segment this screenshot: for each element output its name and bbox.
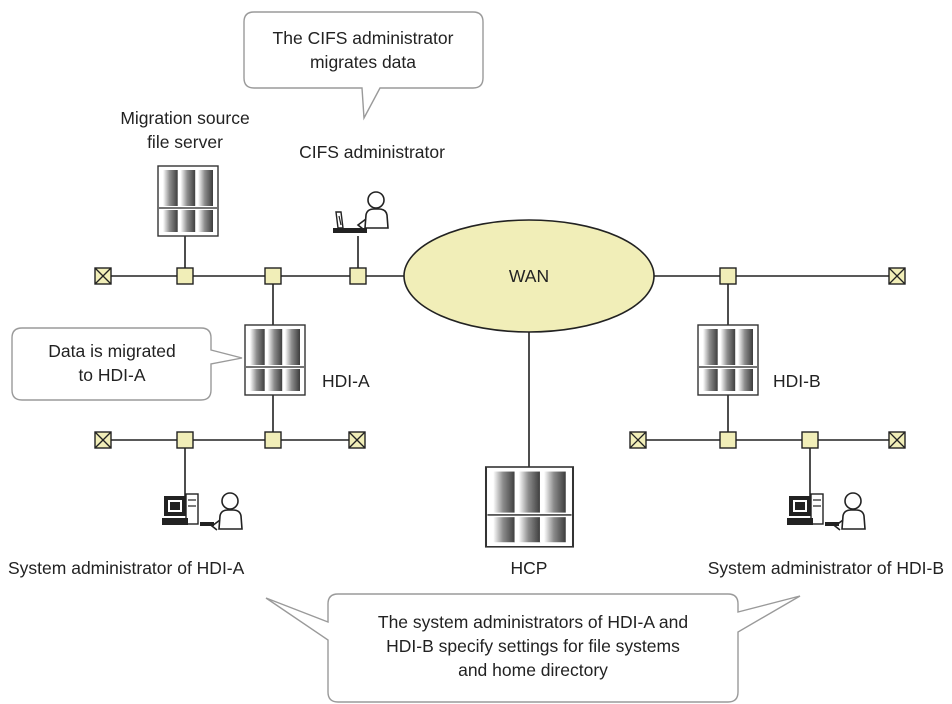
network-terminator (888, 267, 906, 285)
hdi-a-label: HDI-A (322, 371, 370, 391)
cifs-admin-person-icon (357, 191, 389, 230)
svg-text:Migration source: Migration source (120, 108, 249, 128)
network-terminator (94, 267, 112, 285)
network-node (264, 431, 282, 449)
svg-text:The CIFS administrator: The CIFS administrator (273, 28, 454, 48)
sysadmin-a-person-icon (211, 492, 243, 531)
network-node (719, 267, 737, 285)
network-terminator (629, 431, 647, 449)
callout-sysadmins-settings: The system administrators of HDI-A and H… (265, 593, 801, 703)
svg-text:file server: file server (147, 132, 223, 152)
network-terminator (94, 431, 112, 449)
sysadmin-b-person-icon (834, 492, 866, 531)
wan-label: WAN (509, 266, 549, 286)
network-node (264, 267, 282, 285)
network-node (176, 431, 194, 449)
svg-text:The system administrators of H: The system administrators of HDI-A and (378, 612, 688, 632)
cifs-admin-laptop-icon (333, 211, 367, 233)
migration-source-server-icon (157, 165, 219, 237)
callout-data-migrated: Data is migrated to HDI-A (11, 327, 243, 401)
svg-text:migrates data: migrates data (310, 52, 416, 72)
wan-cloud (403, 219, 655, 333)
callout-cifs-migrates: The CIFS administrator migrates data (243, 11, 484, 121)
svg-text:to HDI-A: to HDI-A (78, 365, 145, 385)
network-node (719, 431, 737, 449)
network-node (176, 267, 194, 285)
hcp-server-icon (484, 465, 575, 548)
sysadmin-a-label: System administrator of HDI-A (8, 558, 245, 578)
network-terminator (888, 431, 906, 449)
sysadmin-a-workstation-icon (162, 493, 214, 526)
sysadmin-b-workstation-icon (787, 493, 839, 526)
hcp-label: HCP (511, 558, 548, 578)
network-node (349, 267, 367, 285)
sysadmin-b-label: System administrator of HDI-B (708, 558, 944, 578)
svg-text:HDI-B specify settings for fil: HDI-B specify settings for file systems (386, 636, 680, 656)
svg-text:Data is migrated: Data is migrated (48, 341, 175, 361)
hdi-a-server-icon (244, 324, 306, 396)
network-terminator (348, 431, 366, 449)
migration-source-label: Migration source file server (120, 108, 249, 152)
svg-text:and home directory: and home directory (458, 660, 608, 680)
hdi-b-label: HDI-B (773, 371, 821, 391)
hdi-b-server-icon (697, 324, 759, 396)
network-node (801, 431, 819, 449)
cifs-admin-label: CIFS administrator (299, 142, 445, 162)
